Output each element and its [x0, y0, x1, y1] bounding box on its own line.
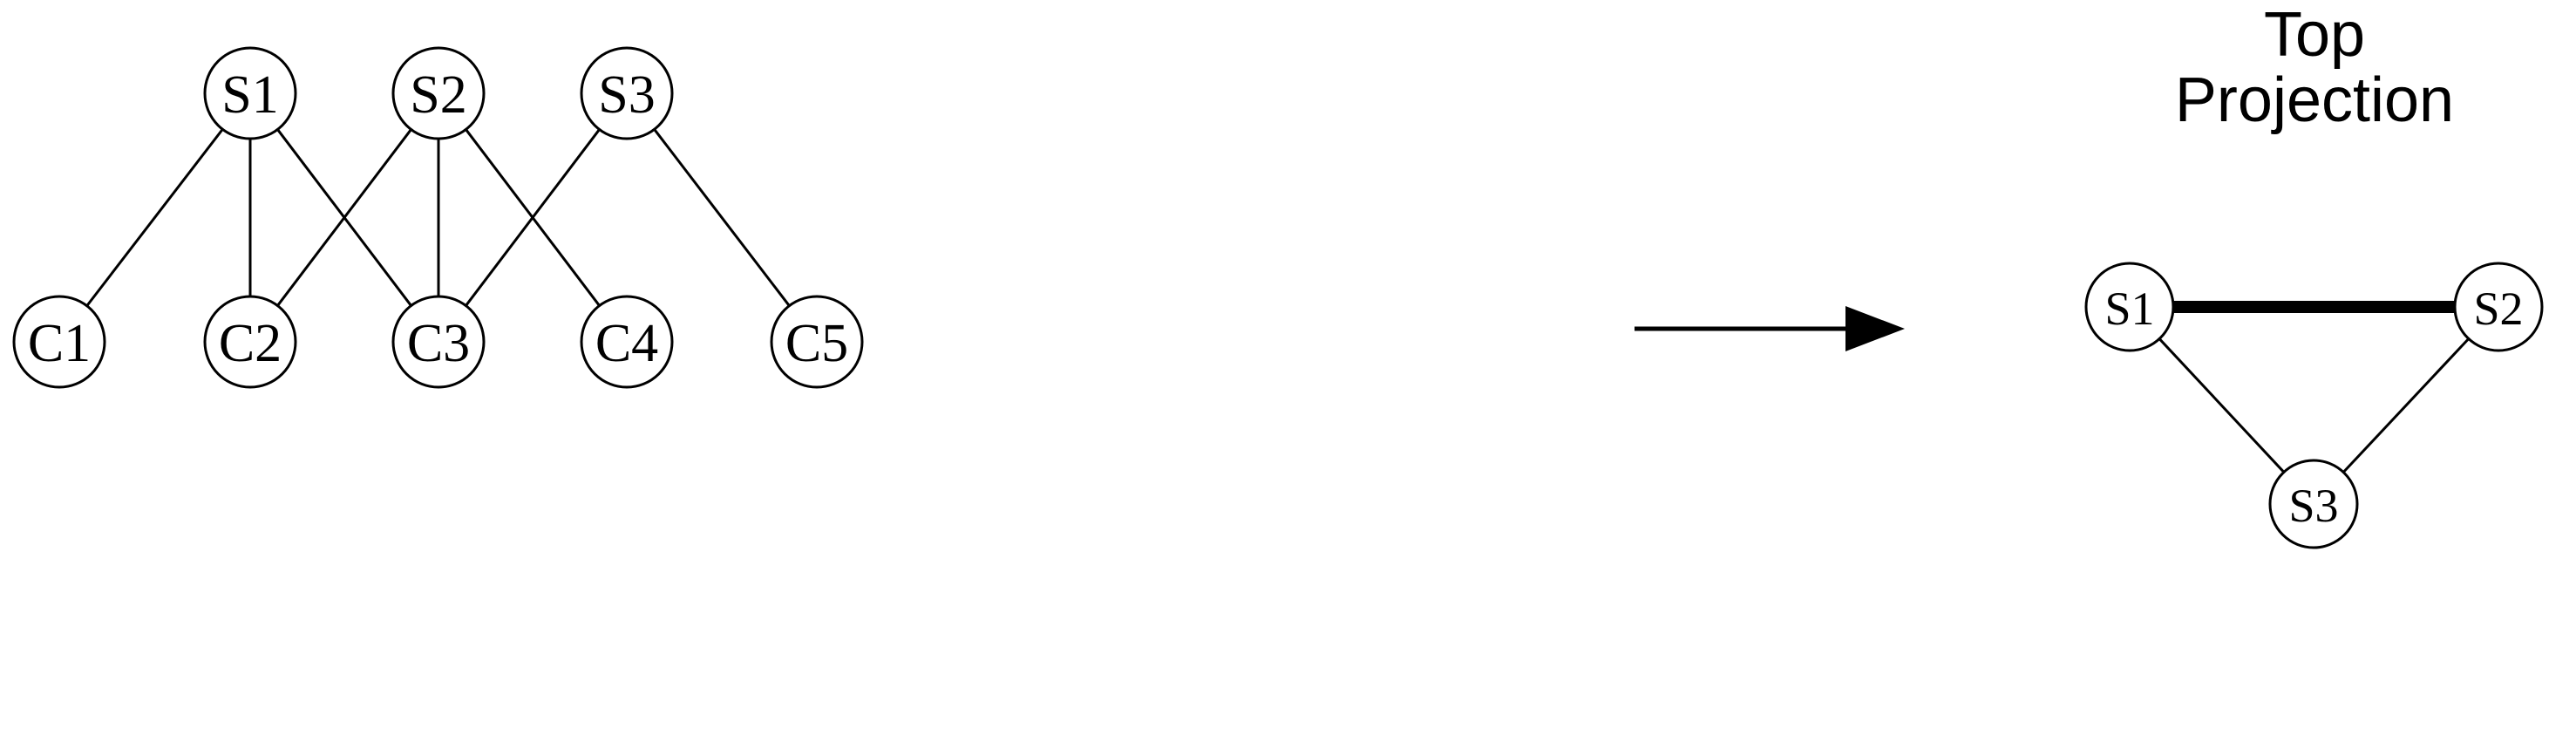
bipartite-node-c1[interactable]: C1: [12, 295, 106, 389]
bipartite-node-s2[interactable]: S2: [391, 46, 486, 140]
projection-node-s2[interactable]: S2: [2453, 262, 2544, 352]
projection-node-s1[interactable]: S1: [2084, 262, 2175, 352]
bipartite-node-label-s3: S3: [598, 65, 655, 125]
bipartite-edge-s3-c5: [653, 128, 791, 307]
bipartite-node-label-s1: S1: [221, 65, 278, 125]
bipartite-node-circle-c3: [391, 295, 486, 389]
projection-node-circle-s3: [2268, 459, 2359, 549]
bipartite-node-circle-c1: [12, 295, 106, 389]
bipartite-node-label-c2: C2: [219, 314, 282, 373]
projection-title-line-1: Top: [2264, 0, 2365, 70]
projection-node-circle-s2: [2453, 262, 2544, 352]
bipartite-node-circle-c5: [770, 295, 864, 389]
projection-title-line-2: Projection: [2175, 65, 2454, 135]
bipartite-node-circle-c4: [580, 295, 674, 389]
bipartite-node-c4[interactable]: C4: [580, 295, 674, 389]
projection-node-label-s2: S2: [2473, 283, 2523, 335]
transform-arrow: [1635, 306, 1905, 351]
bipartite-node-label-s2: S2: [410, 65, 466, 125]
projection-edge-group: [2158, 301, 2470, 473]
bipartite-node-c2[interactable]: C2: [203, 295, 297, 389]
bipartite-node-label-c3: C3: [407, 314, 470, 373]
bipartite-node-label-c4: C4: [595, 314, 658, 373]
bipartite-node-circle-s2: [391, 46, 486, 140]
bipartite-node-label-c5: C5: [785, 314, 848, 373]
projection-edge-s2-s3: [2342, 337, 2470, 473]
arrow-head-icon: [1845, 306, 1905, 351]
bipartite-edge-s3-c3: [465, 128, 601, 307]
bipartite-node-circle-c2: [203, 295, 297, 389]
bipartite-node-c5[interactable]: C5: [770, 295, 864, 389]
projection-node-s3[interactable]: S3: [2268, 459, 2359, 549]
bipartite-node-circle-s3: [580, 46, 674, 140]
bipartite-node-c3[interactable]: C3: [391, 295, 486, 389]
projection-edge-s1-s3: [2158, 337, 2285, 473]
projection-node-label-s3: S3: [2288, 480, 2338, 532]
bipartite-edge-s2-c2: [276, 128, 412, 307]
projection-node-label-s1: S1: [2104, 283, 2154, 335]
bipartite-node-circle-s1: [203, 46, 297, 140]
bipartite-edge-s1-c1: [85, 128, 224, 307]
bipartite-node-label-c1: C1: [28, 314, 91, 373]
bipartite-node-s1[interactable]: S1: [203, 46, 297, 140]
bipartite-edge-group: [85, 128, 791, 307]
projection-node-circle-s1: [2084, 262, 2175, 352]
bipartite-node-s3[interactable]: S3: [580, 46, 674, 140]
